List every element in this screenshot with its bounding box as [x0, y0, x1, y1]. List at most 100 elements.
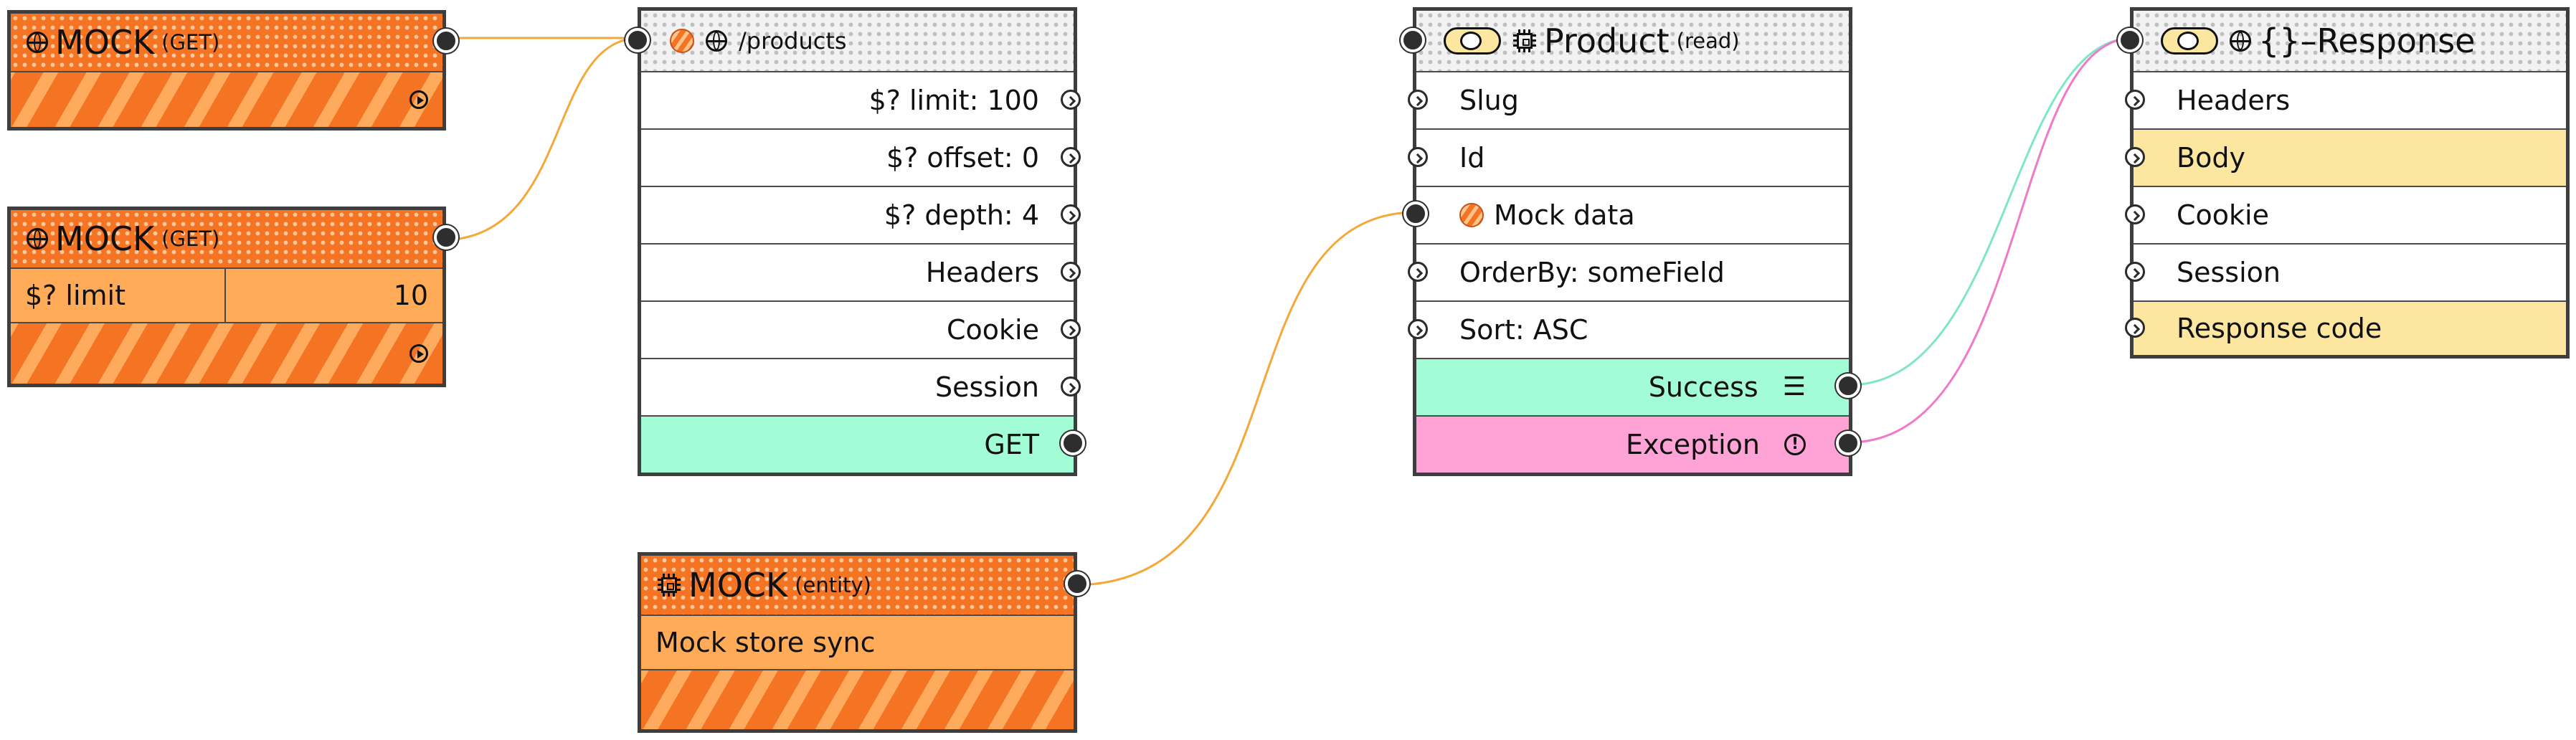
input-port[interactable]: [625, 28, 650, 52]
param-row[interactable]: $? offset: 0: [641, 130, 1081, 187]
row-label: Slug: [1459, 85, 1519, 116]
row-port[interactable]: [2125, 147, 2145, 167]
row-port[interactable]: [1061, 147, 1081, 167]
exclamation-icon: !: [1784, 434, 1806, 455]
row-label: Sort: ASC: [1459, 314, 1588, 346]
play-icon[interactable]: [409, 90, 428, 109]
success-output-port[interactable]: [1836, 374, 1860, 398]
chip-icon: [1513, 29, 1536, 52]
output-port[interactable]: [434, 225, 458, 250]
endpoint-path: /products: [739, 27, 847, 54]
mock-footer: [11, 323, 442, 384]
node-title: Product: [1544, 22, 1670, 60]
globe-icon: [27, 228, 48, 250]
node-mode: (read): [1676, 29, 1740, 53]
node-header[interactable]: {}–Response: [2118, 11, 2566, 72]
param-label: $? limit: [11, 269, 226, 322]
node-header[interactable]: MOCK (GET): [11, 14, 458, 72]
exception-output-port[interactable]: [1836, 431, 1860, 455]
param-row[interactable]: $? depth: 4: [641, 187, 1081, 245]
success-row[interactable]: Success ☰: [1416, 359, 1860, 417]
row-label: Headers: [925, 257, 1039, 288]
wire-exception-to-response: [1848, 37, 2134, 444]
chip-icon: [658, 574, 681, 597]
mock-footer: [11, 72, 442, 127]
field-row[interactable]: Sort: ASC: [1408, 302, 1849, 359]
param-row[interactable]: Session: [641, 359, 1081, 417]
param-row[interactable]: $? limit 10: [11, 269, 442, 323]
node-title: MOCK: [55, 219, 155, 258]
row-label: Mock data: [1494, 199, 1635, 231]
row-label: $? limit: 100: [868, 85, 1039, 116]
param-row[interactable]: Headers: [641, 245, 1081, 302]
row-port[interactable]: [1408, 262, 1428, 282]
param-row[interactable]: $? limit: 100: [641, 72, 1081, 130]
row-label: $? offset: 0: [886, 142, 1039, 174]
row-port[interactable]: [1061, 90, 1081, 110]
row-port[interactable]: [2125, 262, 2145, 282]
response-node[interactable]: {}–Response Headers Body Cookie Session …: [2118, 7, 2570, 359]
row-port[interactable]: [1061, 319, 1081, 339]
exception-label: Exception: [1625, 429, 1760, 460]
row-label: Headers: [2177, 85, 2291, 116]
list-icon: ☰: [1782, 372, 1806, 402]
play-icon[interactable]: [409, 344, 428, 363]
globe-icon: [2230, 30, 2251, 52]
node-kind: (entity): [795, 573, 871, 597]
node-method: (GET): [161, 227, 220, 251]
response-row[interactable]: Session: [2125, 245, 2566, 302]
toggle-switch[interactable]: [1444, 27, 1501, 54]
action-output-port[interactable]: [1061, 431, 1085, 455]
exception-row[interactable]: Exception !: [1416, 417, 1860, 473]
response-row[interactable]: Headers: [2125, 72, 2566, 130]
mock-data-input-port[interactable]: [1403, 201, 1428, 226]
field-row[interactable]: Slug: [1408, 72, 1849, 130]
product-read-node[interactable]: Product (read) Slug Id Mock data OrderBy…: [1401, 7, 1860, 476]
field-row[interactable]: Id: [1408, 130, 1849, 187]
row-port[interactable]: [2125, 90, 2145, 110]
get-action-row[interactable]: GET: [641, 417, 1085, 473]
param-row[interactable]: Cookie: [641, 302, 1081, 359]
mock-get-node-2[interactable]: MOCK (GET) $? limit 10: [7, 207, 458, 387]
row-port[interactable]: [1408, 319, 1428, 339]
node-header[interactable]: Product (read): [1401, 11, 1849, 72]
mock-indicator-icon: [670, 29, 694, 53]
field-row[interactable]: OrderBy: someField: [1408, 245, 1849, 302]
row-port[interactable]: [1408, 90, 1428, 110]
row-label: Body: [2177, 142, 2245, 174]
param-value-input[interactable]: 10: [393, 280, 428, 311]
toggle-switch[interactable]: [2161, 27, 2218, 54]
output-port[interactable]: [434, 29, 458, 53]
response-row[interactable]: Cookie: [2125, 187, 2566, 245]
input-port[interactable]: [2118, 28, 2142, 52]
output-port[interactable]: [1065, 571, 1089, 596]
row-port[interactable]: [2125, 204, 2145, 224]
row-label: OrderBy: someField: [1459, 257, 1725, 288]
entity-body-row[interactable]: Mock store sync: [641, 616, 1074, 670]
node-title: MOCK: [55, 23, 155, 62]
row-label: Session: [2177, 257, 2281, 288]
row-port[interactable]: [1061, 376, 1081, 397]
row-port[interactable]: [1061, 204, 1081, 224]
row-port[interactable]: [1061, 262, 1081, 282]
row-label: Id: [1459, 142, 1485, 174]
row-label: Response code: [2177, 313, 2382, 344]
mock-entity-node[interactable]: MOCK (entity) Mock store sync: [638, 552, 1089, 733]
mock-indicator-icon: [1459, 203, 1484, 227]
row-port[interactable]: [2125, 318, 2145, 338]
response-row[interactable]: Body: [2125, 130, 2566, 187]
input-port[interactable]: [1401, 28, 1425, 52]
field-row[interactable]: Mock data: [1403, 187, 1849, 245]
response-row[interactable]: Response code: [2125, 302, 2566, 355]
globe-icon: [27, 32, 48, 53]
products-endpoint-node[interactable]: /products $? limit: 100 $? offset: 0 $? …: [625, 7, 1085, 476]
row-label: Cookie: [947, 314, 1039, 346]
node-title: {}–Response: [2258, 22, 2476, 60]
row-port[interactable]: [1408, 147, 1428, 167]
node-header[interactable]: MOCK (entity): [641, 556, 1089, 616]
node-header[interactable]: /products: [625, 11, 1074, 72]
row-label: Cookie: [2177, 199, 2269, 231]
mock-get-node-1[interactable]: MOCK (GET): [7, 10, 458, 131]
node-header[interactable]: MOCK (GET): [11, 210, 458, 269]
